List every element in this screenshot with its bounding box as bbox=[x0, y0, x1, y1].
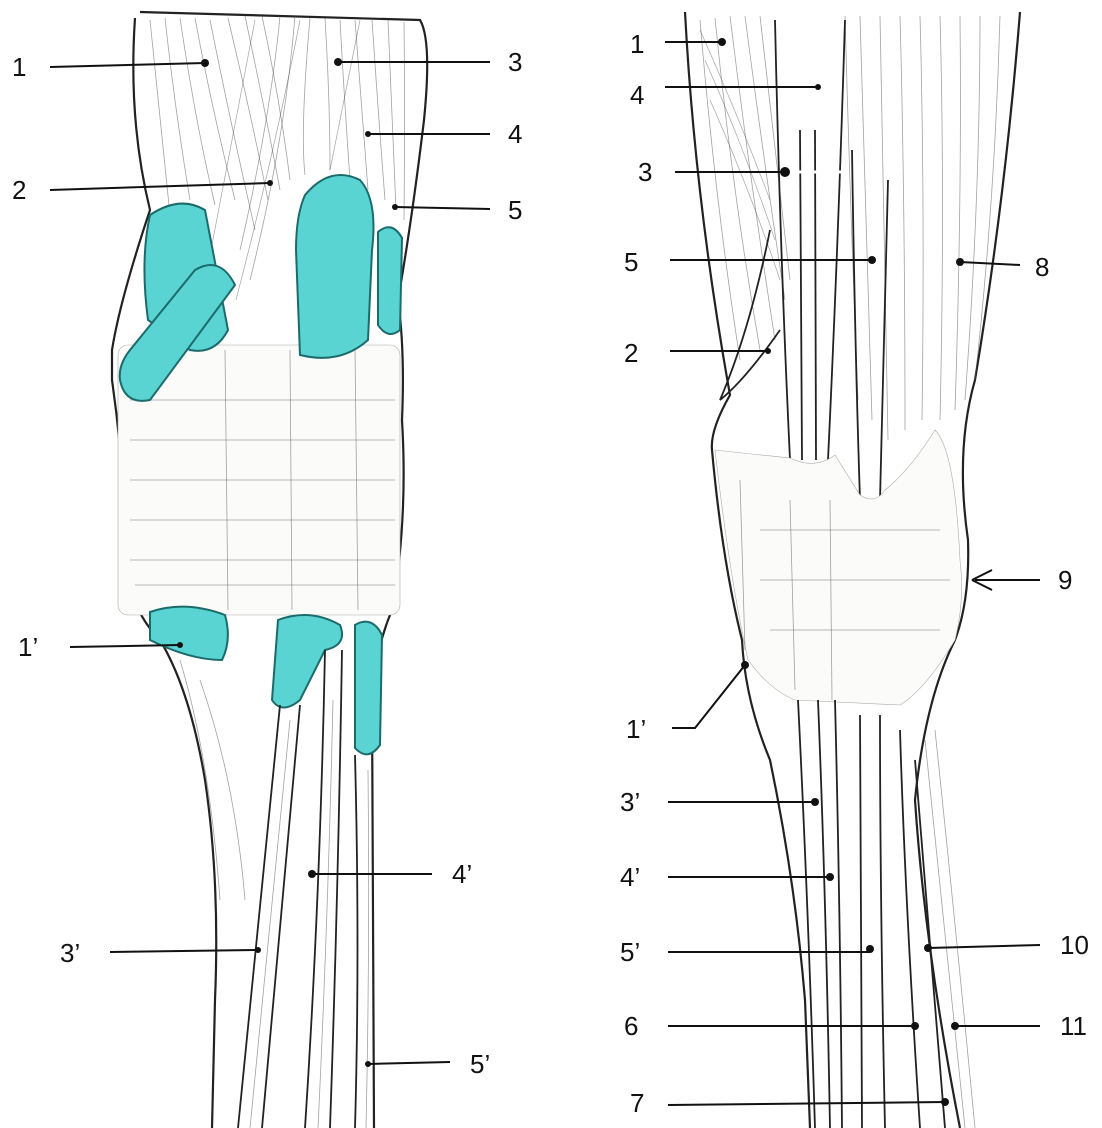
right-label-8: 8 bbox=[1035, 252, 1049, 282]
left-label-5-prime: 5’ bbox=[470, 1049, 490, 1079]
right-label-4: 4 bbox=[630, 80, 644, 110]
right-label-3: 3 bbox=[638, 157, 652, 187]
right-label-1-prime: 1’ bbox=[626, 714, 646, 744]
right-label-10: 10 bbox=[1060, 930, 1089, 960]
left-lower-sheaths bbox=[150, 607, 382, 755]
right-label-6: 6 bbox=[624, 1011, 638, 1041]
right-label-3-prime: 3’ bbox=[620, 787, 640, 817]
sheath-5-distal bbox=[355, 622, 382, 755]
sheath-3-proximal bbox=[296, 175, 374, 358]
right-label-7: 7 bbox=[630, 1088, 644, 1118]
right-retinaculum bbox=[715, 430, 962, 705]
right-tendon-3-4-right bbox=[828, 20, 845, 460]
right-label-11: 11 bbox=[1060, 1011, 1087, 1041]
left-label-3-prime: 3’ bbox=[60, 938, 80, 968]
right-label-2: 2 bbox=[624, 338, 638, 368]
sheath-1p-distal bbox=[150, 607, 228, 660]
right-tendon-inner-b bbox=[815, 130, 816, 460]
right-tendon-inner-a bbox=[800, 130, 802, 460]
left-label-1: 1 bbox=[12, 52, 26, 82]
right-label-4-prime: 4’ bbox=[620, 862, 640, 892]
left-label-3: 3 bbox=[508, 47, 522, 77]
right-label-1: 1 bbox=[630, 29, 644, 59]
right-label-5-prime: 5’ bbox=[620, 937, 640, 967]
left-label-5: 5 bbox=[508, 195, 522, 225]
right-forearm-view: 1 4 3 5 8 2 9 1’ 3’ 4’ 5’ 10 6 11 7 bbox=[620, 12, 1089, 1128]
sheath-4-distal bbox=[272, 615, 342, 707]
sheath-5-proximal bbox=[378, 227, 402, 334]
left-forearm-view: 1 2 3 4 5 1’ 3’ 4’ 5’ bbox=[12, 12, 522, 1128]
right-tendon-5-left bbox=[852, 150, 860, 500]
left-tendons bbox=[180, 650, 369, 1128]
left-label-1-prime: 1’ bbox=[18, 632, 38, 662]
left-label-4-prime: 4’ bbox=[452, 859, 472, 889]
left-label-4: 4 bbox=[508, 119, 522, 149]
left-label-2: 2 bbox=[12, 175, 26, 205]
right-label-5: 5 bbox=[624, 247, 638, 277]
right-label-9: 9 bbox=[1058, 565, 1072, 595]
